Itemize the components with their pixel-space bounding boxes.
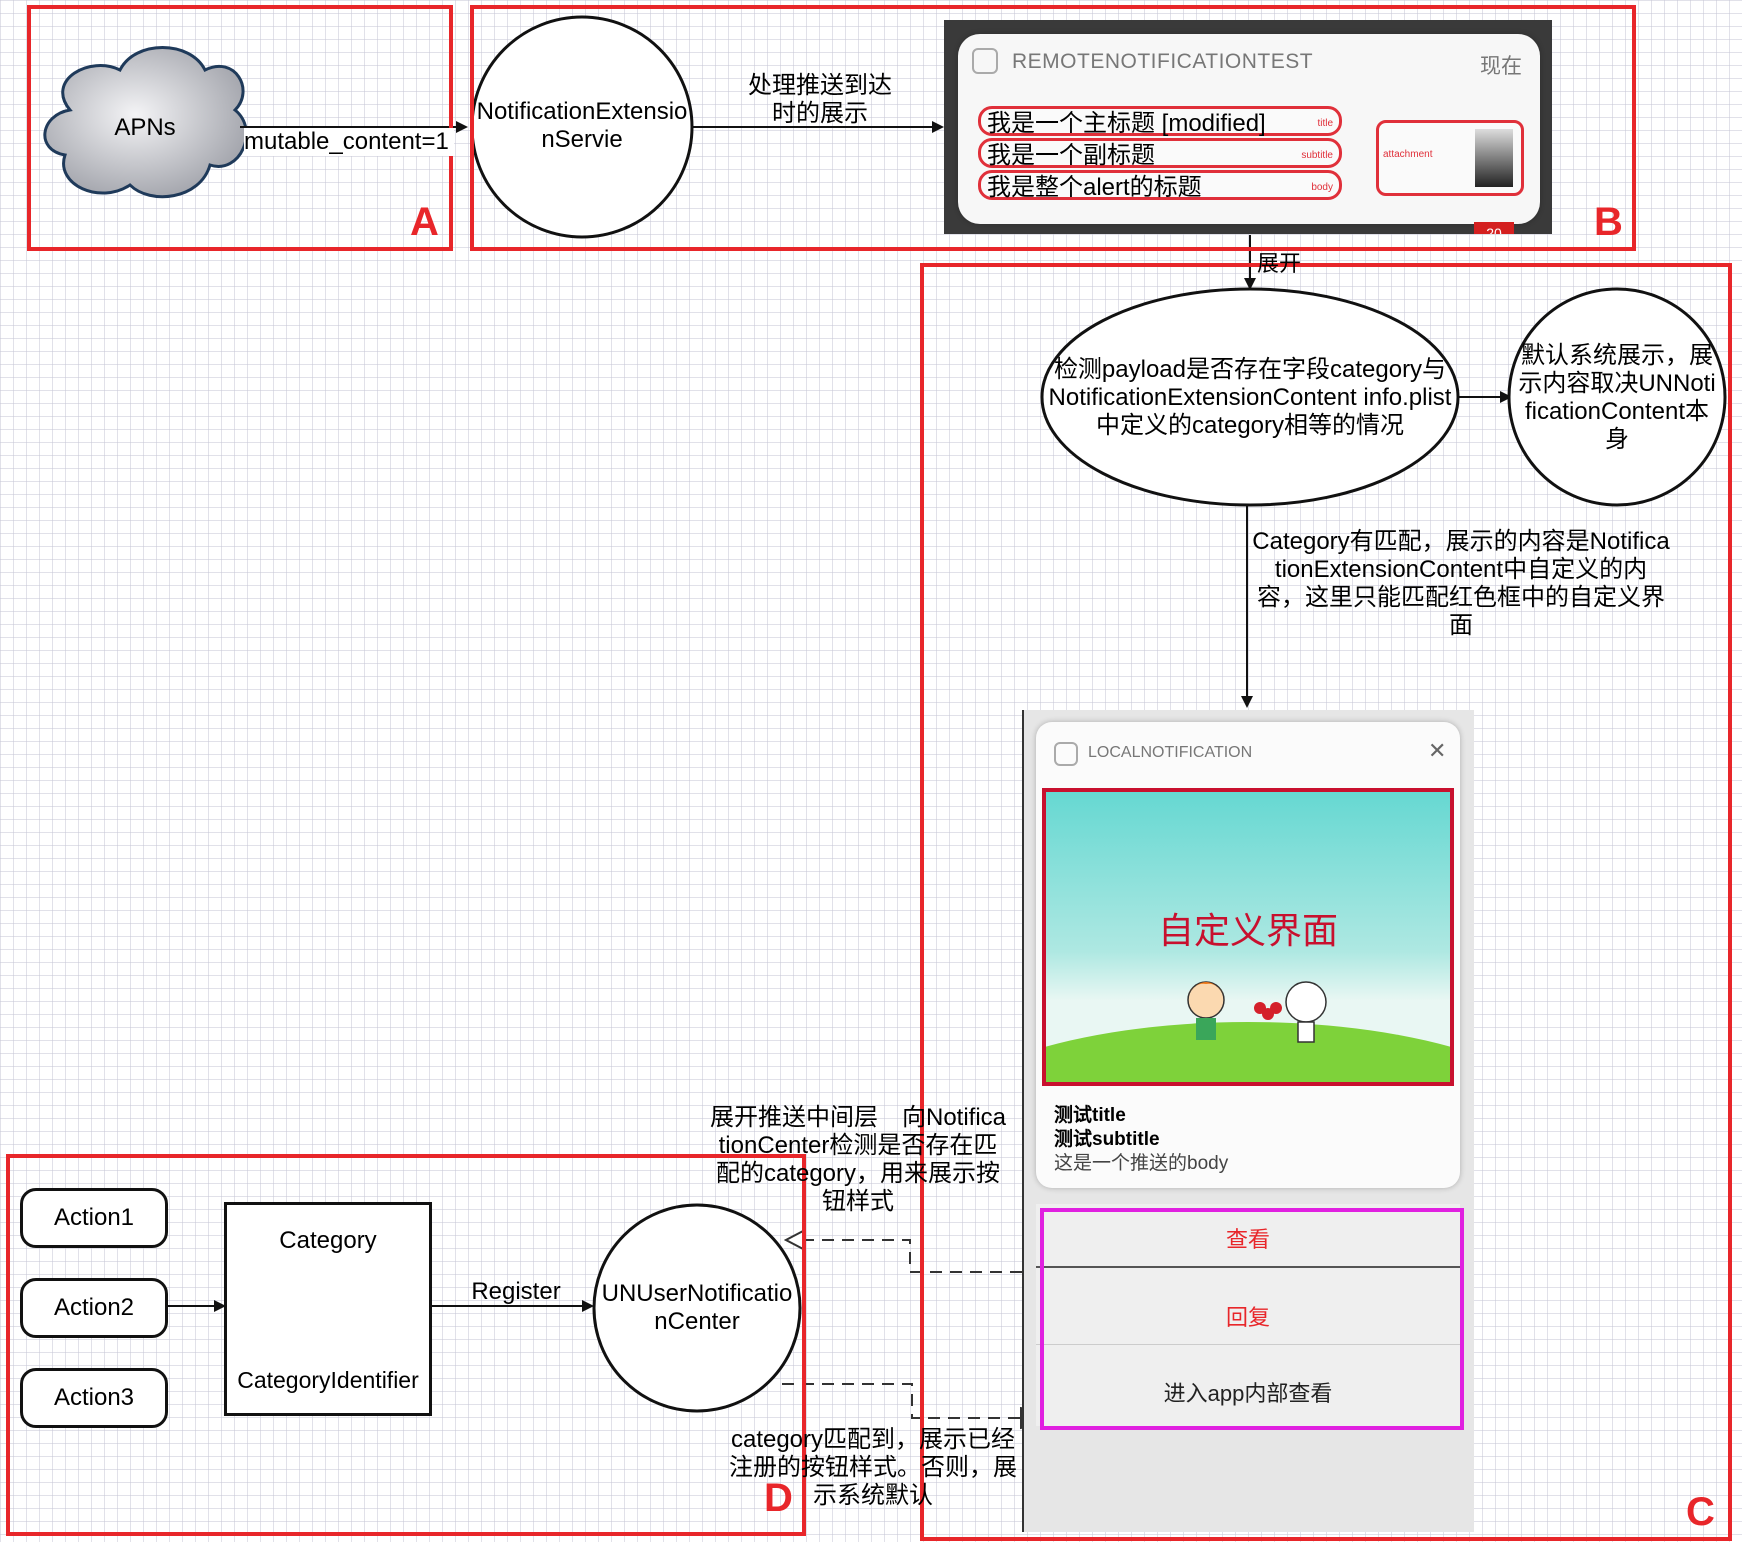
local-notification-card: LOCALNOTIFICATION ✕ 自定义界面 测试title 测试subt… (1036, 722, 1460, 1188)
remote-title-row: 我是一个主标题 [modified] title (978, 106, 1342, 137)
remote-attachment-tag: attachment (1383, 149, 1433, 160)
remote-title-tag: title (1317, 118, 1333, 129)
custom-ui-area: 自定义界面 (1042, 788, 1454, 1086)
category-box-top-label: Category (279, 1227, 377, 1254)
region-a-label: A (410, 200, 439, 244)
region-b-label: B (1594, 200, 1623, 244)
close-icon[interactable]: ✕ (1428, 738, 1447, 763)
local-app-icon (1054, 742, 1078, 766)
category-matched-label: Category有匹配，展示的内容是NotificationExtensionC… (1252, 528, 1670, 639)
local-subtitle: 测试subtitle (1054, 1129, 1160, 1150)
action1-node: Action1 (20, 1188, 168, 1248)
action2-node: Action2 (20, 1278, 168, 1338)
apns-label: APNs (114, 114, 176, 141)
local-notification-screenshot: LOCALNOTIFICATION ✕ 自定义界面 测试title 测试subt… (1022, 710, 1474, 1532)
category-box-bottom-label: CategoryIdentifier (237, 1367, 419, 1393)
local-body: 这是一个推送的body (1054, 1153, 1229, 1174)
default-display-circle (1507, 287, 1727, 507)
remote-body: 我是整个alert的标题 (987, 174, 1202, 201)
un-center-circle (592, 1203, 802, 1413)
action3-node: Action3 (20, 1368, 168, 1428)
action1-label: Action1 (53, 1204, 135, 1231)
remote-body-row: 我是整个alert的标题 body (978, 170, 1342, 201)
action2-label: Action2 (53, 1294, 135, 1321)
region-d-box (6, 1154, 806, 1536)
expand-label: 展开 (1256, 251, 1301, 276)
un-center-label: UNUserNotificationCenter (601, 1280, 793, 1335)
remote-notification-screenshot: REMOTENOTIFICATIONTEST 现在 我是一个主标题 [modif… (944, 20, 1552, 234)
remote-attachment: attachment (1376, 120, 1524, 196)
region-d-label: D (764, 1476, 793, 1520)
remote-subtitle-tag: subtitle (1301, 150, 1333, 161)
register-label: Register (471, 1278, 561, 1305)
remote-badge: 20 (1474, 222, 1514, 234)
payload-check-label: 检测payload是否存在字段category与NotificationExte… (1048, 356, 1452, 439)
expand-middle-label: 展开推送中间层 向NotificationCenter检测是否存在匹配的cate… (709, 1104, 1007, 1215)
remote-subtitle-row: 我是一个副标题 subtitle (978, 138, 1342, 169)
app-icon (972, 48, 998, 74)
action-divider (1036, 1344, 1460, 1345)
action-reply-button[interactable]: 回复 (1225, 1305, 1270, 1330)
remote-notification-card: REMOTENOTIFICATIONTEST 现在 我是一个主标题 [modif… (958, 34, 1540, 224)
remote-time: 现在 (1480, 55, 1522, 78)
custom-ui-label: 自定义界面 (1157, 910, 1338, 951)
category-result-label: category匹配到，展示已经注册的按钮样式。否则，展示系统默认 (729, 1426, 1017, 1509)
remote-title: 我是一个主标题 [modified] (987, 110, 1266, 137)
action-view-button[interactable]: 查看 (1225, 1227, 1270, 1252)
process-push-label: 处理推送到达时的展示 (748, 72, 892, 127)
action-open-app-button[interactable]: 进入app内部查看 (1163, 1381, 1333, 1406)
action-buttons-panel: 查看 回复 进入app内部查看 (1036, 1204, 1460, 1426)
attachment-thumbnail (1475, 129, 1513, 187)
remote-body-tag: body (1311, 182, 1333, 193)
category-box: Category CategoryIdentifier (224, 1202, 432, 1416)
custom-ui-illustration (1046, 981, 1450, 1082)
action-divider (1036, 1266, 1460, 1268)
action-highlight-box (1040, 1208, 1464, 1430)
region-b-box (470, 5, 1636, 251)
action3-label: Action3 (53, 1384, 135, 1411)
remote-subtitle: 我是一个副标题 (987, 142, 1155, 169)
mutable-content-label: mutable_content=1 (244, 128, 454, 156)
nes-label: NotificationExtensionServie (476, 98, 688, 153)
region-c-label: C (1686, 1490, 1715, 1534)
remote-app-name: REMOTENOTIFICATIONTEST (1012, 50, 1314, 73)
local-app-name: LOCALNOTIFICATION (1088, 744, 1253, 761)
local-title: 测试title (1054, 1105, 1126, 1126)
region-c-box (920, 263, 1732, 1541)
default-display-label: 默认系统展示，展示内容取决UNNotificationContent本身 (1518, 342, 1716, 453)
